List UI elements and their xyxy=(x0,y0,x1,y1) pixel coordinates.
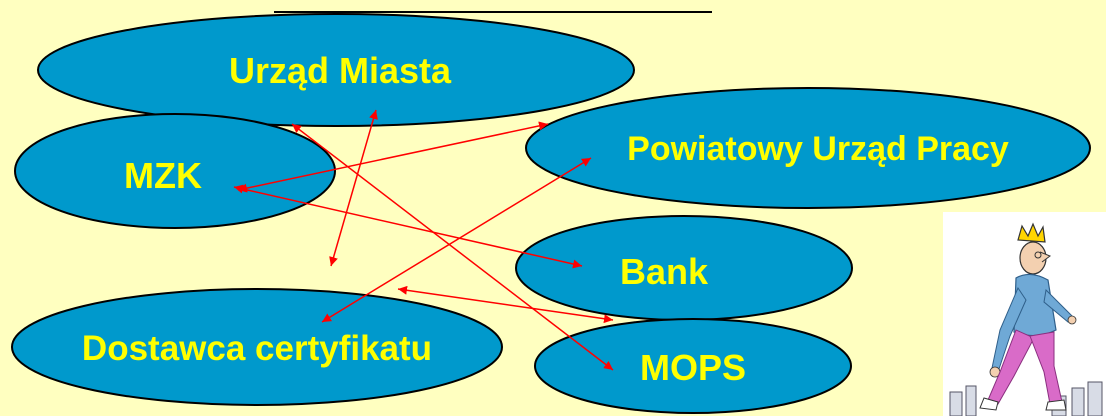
node-pup-label: Powiatowy Urząd Pracy xyxy=(627,130,1009,168)
arrow-center-mops xyxy=(397,285,614,324)
arrow-urzad-center xyxy=(329,109,378,267)
arrow-mzk-bank xyxy=(233,184,583,269)
node-mops-label: MOPS xyxy=(640,347,746,388)
node-mzk-label: MZK xyxy=(124,155,202,196)
node-dostawca-label: Dostawca certyfikatu xyxy=(82,329,432,368)
walking-man-with-crown-icon xyxy=(943,212,1106,416)
node-urzad-miasta-label: Urząd Miasta xyxy=(229,50,452,91)
node-bank-label: Bank xyxy=(620,251,709,292)
arrow-dostawca-pup xyxy=(321,157,592,323)
